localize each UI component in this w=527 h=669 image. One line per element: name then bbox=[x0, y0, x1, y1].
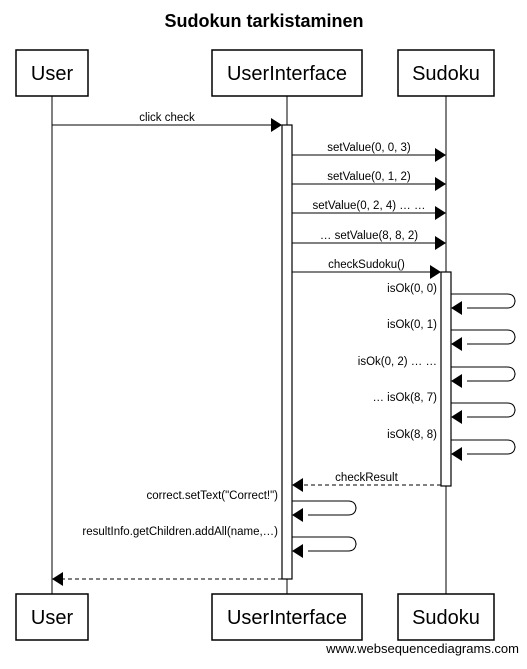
messages: click check setValue(0, 0, 3) setValue(0, … bbox=[52, 112, 516, 586]
message-label: setValue(0, 0, 3) bbox=[327, 142, 411, 154]
participant-box bbox=[211, 49, 363, 97]
arrowhead bbox=[435, 206, 446, 220]
participant-label: Sudoku bbox=[412, 607, 480, 629]
participants: UserUserUserInterfaceUserInterfaceSudoku… bbox=[15, 49, 495, 641]
message-label: resultInfo.getChildren.addAll(name,…) bbox=[82, 526, 278, 538]
message-8: isOk(0, 2) … … bbox=[358, 356, 516, 388]
arrowhead bbox=[430, 265, 441, 279]
participant-box bbox=[15, 49, 89, 97]
participant-label: UserInterface bbox=[227, 63, 347, 85]
message-1: setValue(0, 0, 3) bbox=[292, 142, 446, 162]
arrowhead bbox=[435, 236, 446, 250]
message-6: isOk(0, 0) bbox=[387, 283, 516, 315]
participant-box bbox=[397, 593, 495, 641]
participant-box bbox=[397, 49, 495, 97]
activation-bar-ui bbox=[281, 124, 293, 580]
message-line bbox=[451, 366, 516, 382]
message-7: isOk(0, 1) bbox=[387, 319, 516, 351]
watermark: www.websequencediagrams.com bbox=[325, 641, 519, 656]
message-label: isOk(8, 8) bbox=[387, 429, 437, 441]
message-label: checkResult bbox=[335, 472, 398, 484]
message-line bbox=[451, 329, 516, 345]
participant-label: User bbox=[31, 607, 74, 629]
diagram-title: Sudokun tarkistaminen bbox=[164, 11, 363, 31]
message-10: isOk(8, 8) bbox=[387, 429, 516, 461]
participant-ui-bottom: UserInterface bbox=[211, 593, 363, 641]
message-label: isOk(0, 1) bbox=[387, 319, 437, 331]
message-label: … isOk(8, 7) bbox=[372, 392, 437, 404]
participant-label: UserInterface bbox=[227, 607, 347, 629]
message-line bbox=[451, 439, 516, 455]
message-label: click check bbox=[139, 112, 195, 124]
arrowhead bbox=[451, 410, 462, 424]
message-line bbox=[292, 500, 357, 516]
message-14 bbox=[52, 572, 282, 586]
message-label: isOk(0, 0) bbox=[387, 283, 437, 295]
message-line bbox=[451, 293, 516, 309]
arrowhead bbox=[292, 478, 303, 492]
message-line bbox=[292, 536, 357, 552]
participant-user-top: User bbox=[15, 49, 89, 97]
arrowhead bbox=[451, 301, 462, 315]
arrowhead bbox=[292, 508, 303, 522]
message-label: correct.setText("Correct!") bbox=[147, 490, 279, 502]
participant-label: Sudoku bbox=[412, 63, 480, 85]
arrowhead bbox=[451, 374, 462, 388]
message-5: checkSudoku() bbox=[292, 259, 441, 279]
participant-box bbox=[15, 593, 89, 641]
message-label: checkSudoku() bbox=[328, 259, 405, 271]
arrowhead bbox=[292, 544, 303, 558]
activation-bars bbox=[281, 124, 452, 580]
message-4: … setValue(8, 8, 2) bbox=[292, 230, 446, 250]
participant-sudoku-bottom: Sudoku bbox=[397, 593, 495, 641]
participant-ui-top: UserInterface bbox=[211, 49, 363, 97]
message-label: isOk(0, 2) … … bbox=[358, 356, 437, 368]
arrowhead bbox=[435, 177, 446, 191]
message-line bbox=[451, 402, 516, 418]
participant-label: User bbox=[31, 63, 74, 85]
message-3: setValue(0, 2, 4) … … bbox=[292, 200, 446, 220]
message-0: click check bbox=[52, 112, 282, 132]
message-2: setValue(0, 1, 2) bbox=[292, 171, 446, 191]
arrowhead bbox=[271, 118, 282, 132]
arrowhead bbox=[451, 447, 462, 461]
message-label: … setValue(8, 8, 2) bbox=[320, 230, 418, 242]
arrowhead bbox=[435, 148, 446, 162]
message-label: setValue(0, 2, 4) … … bbox=[313, 200, 426, 212]
message-13: resultInfo.getChildren.addAll(name,…) bbox=[82, 526, 357, 558]
participant-user-bottom: User bbox=[15, 593, 89, 641]
message-12: correct.setText("Correct!") bbox=[147, 490, 357, 522]
activation-bar-sudoku bbox=[440, 271, 452, 487]
arrowhead bbox=[52, 572, 63, 586]
message-11: checkResult bbox=[292, 472, 441, 492]
message-9: … isOk(8, 7) bbox=[372, 392, 516, 424]
message-label: setValue(0, 1, 2) bbox=[327, 171, 411, 183]
participant-sudoku-top: Sudoku bbox=[397, 49, 495, 97]
participant-box bbox=[211, 593, 363, 641]
arrowhead bbox=[451, 337, 462, 351]
